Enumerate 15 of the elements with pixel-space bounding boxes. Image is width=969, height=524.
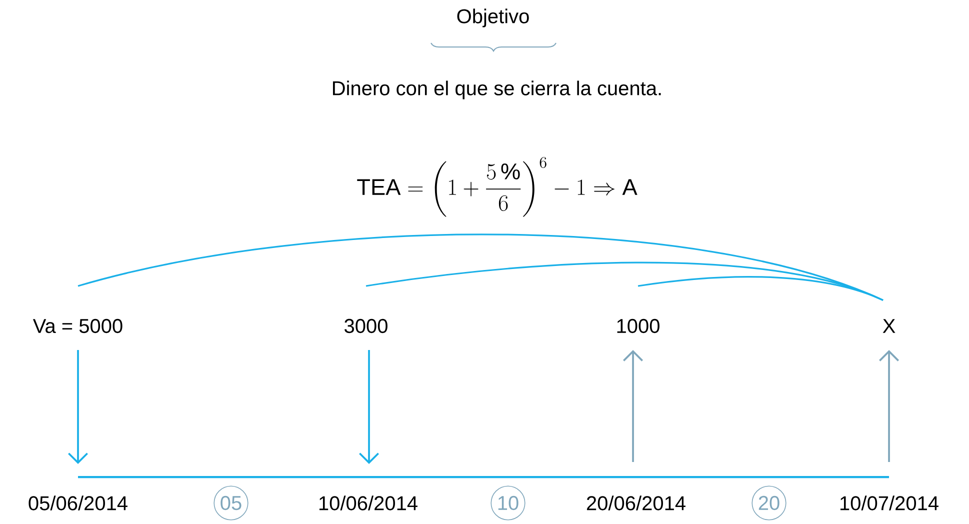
circled-number: 10	[490, 486, 526, 520]
amount-label: Va = 5000	[32, 318, 122, 334]
description: Dinero con el que se cierra la cuenta.	[333, 80, 661, 100]
amount-label: 3000	[344, 318, 388, 334]
amount-label: X	[882, 319, 896, 333]
date-label: 10/06/2014	[319, 496, 418, 510]
circled-number: 20	[752, 486, 786, 520]
amount-label: 1000	[617, 318, 660, 334]
date-label: 05/06/2014	[28, 496, 128, 510]
circled-number: 05	[214, 486, 248, 520]
formula: $\mathrm{TEA}=\left(1+\dfrac{5\,\%}{6}\right)^{6}-1\Rightarrow \mathrm{A}$	[357, 156, 638, 217]
date-label: 10/07/2014	[840, 496, 938, 510]
heading: Objetivo	[457, 8, 529, 28]
curve-connector	[638, 276, 884, 301]
date-label: 20/06/2014	[586, 496, 686, 510]
